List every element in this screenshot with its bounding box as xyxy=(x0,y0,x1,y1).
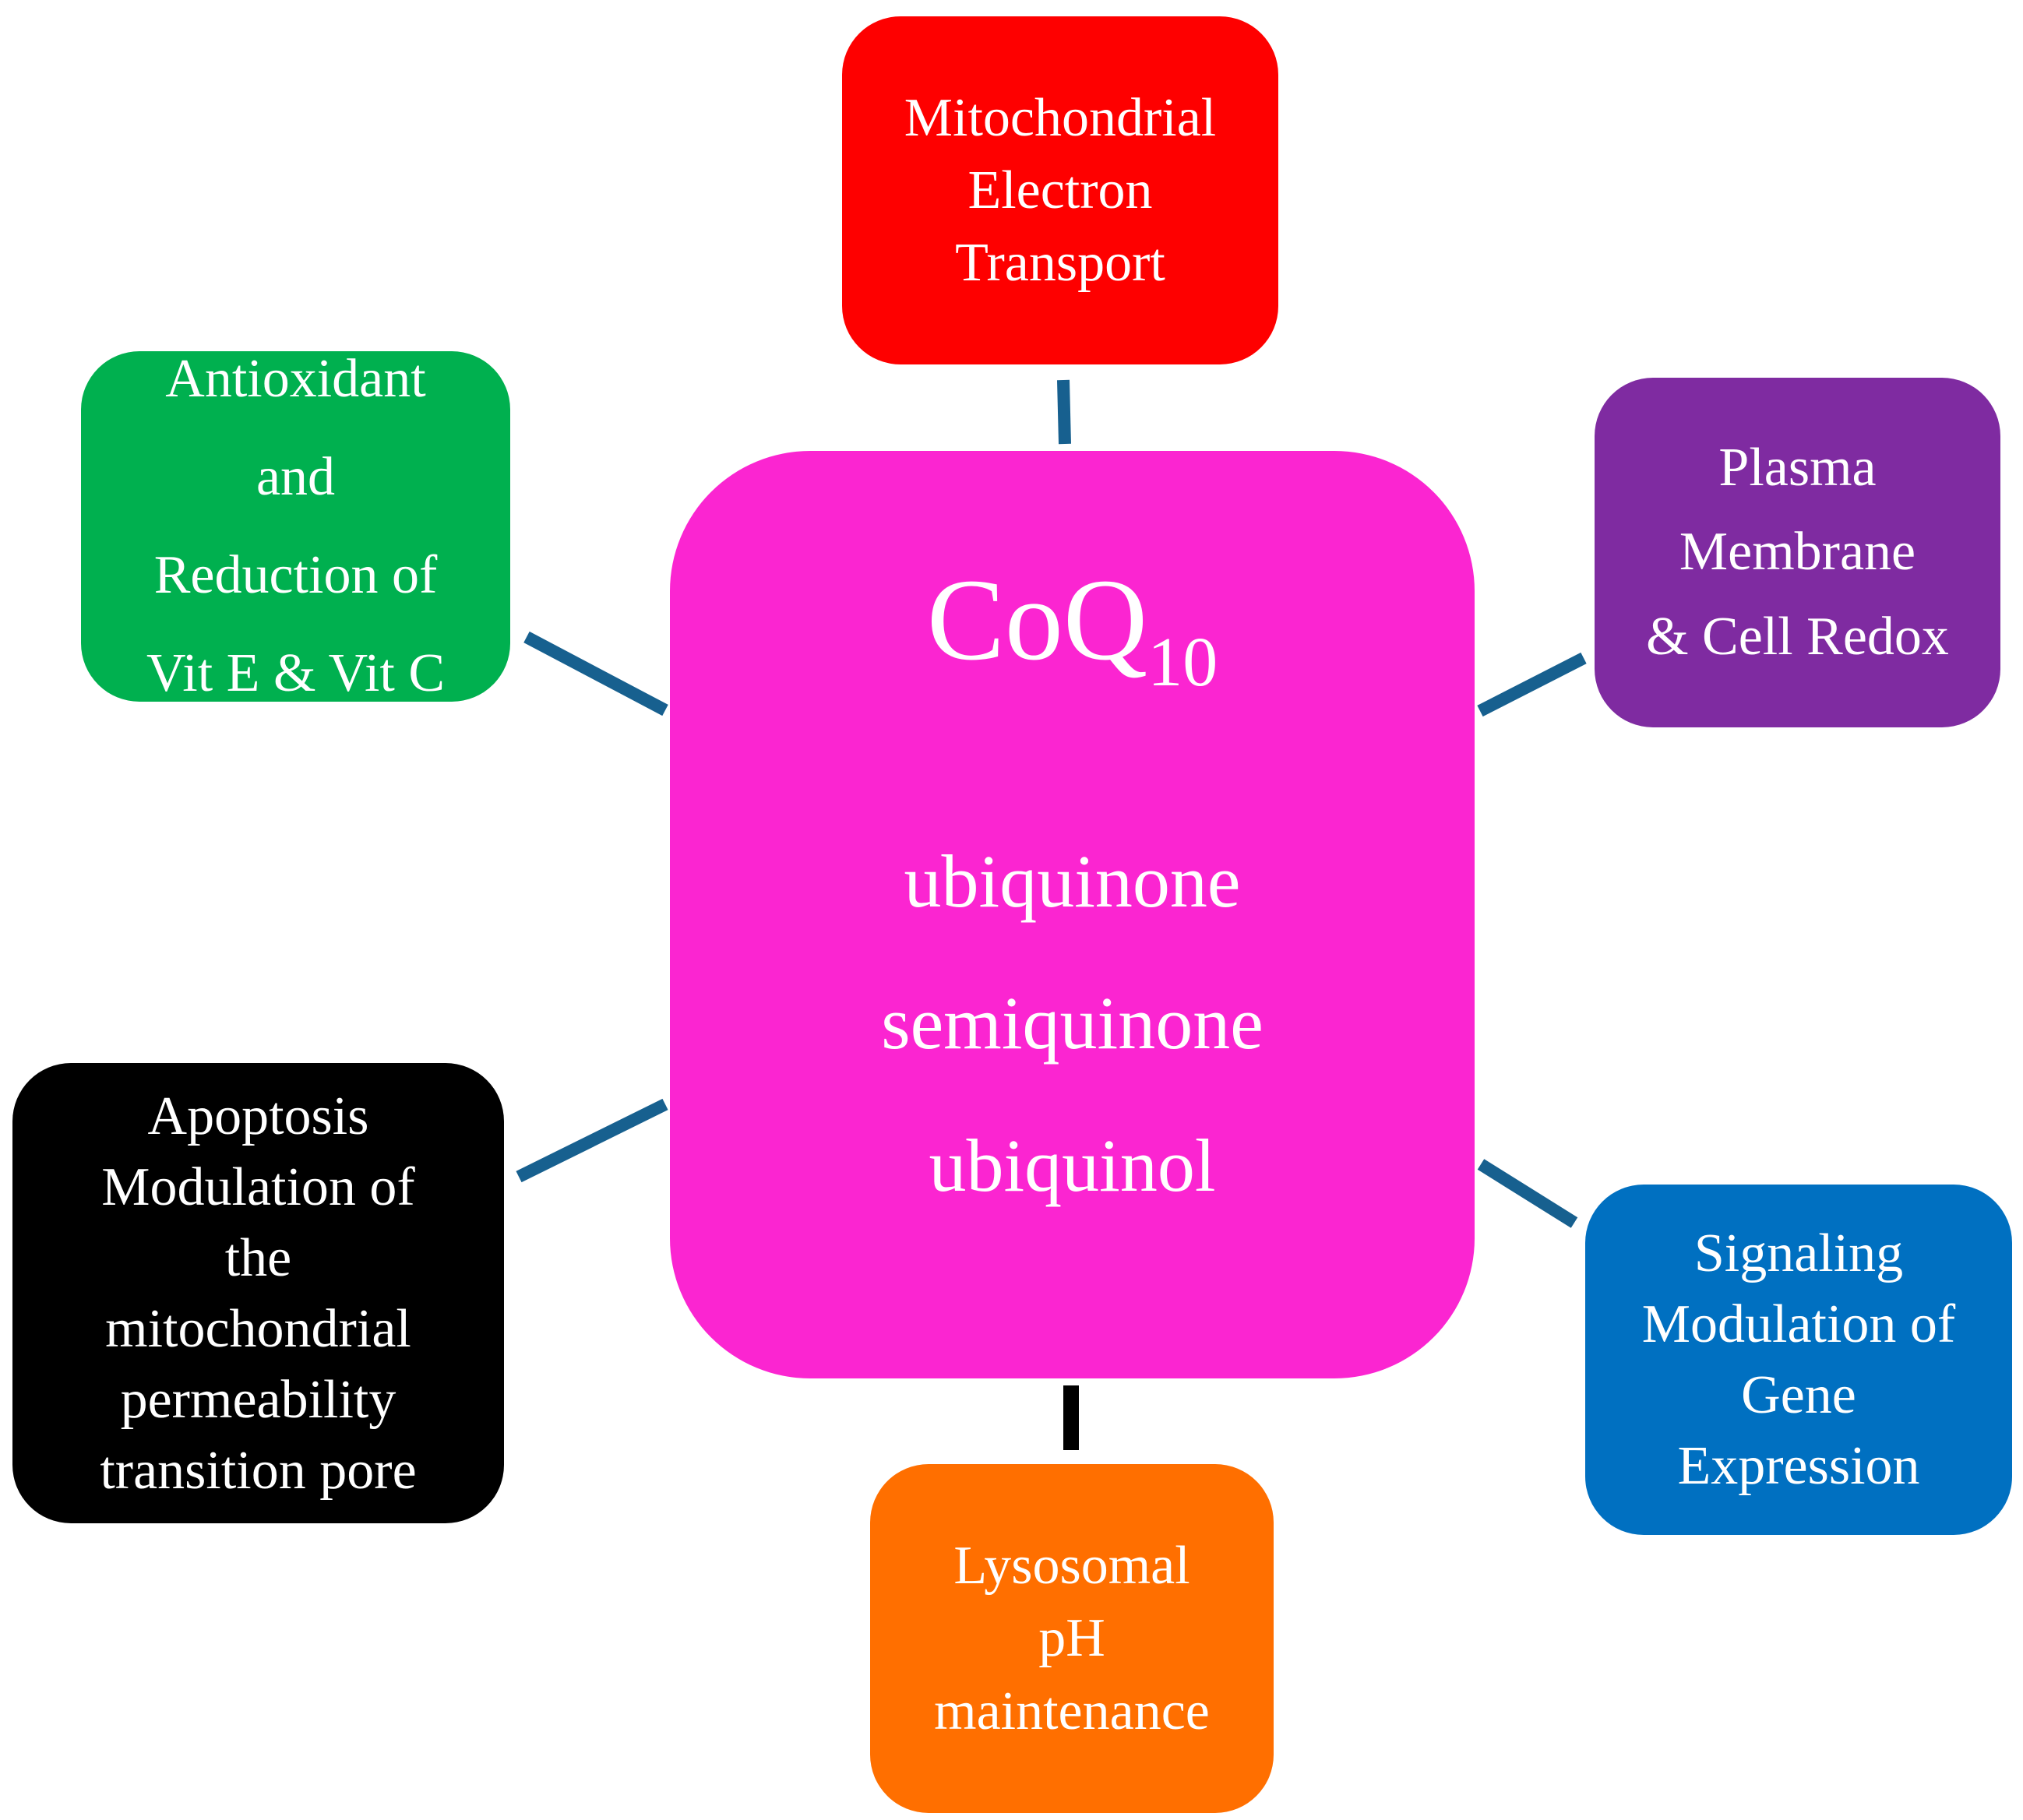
connector-lower-right xyxy=(1477,1159,1578,1228)
lyso-text-line: Lysosomal xyxy=(953,1536,1190,1596)
coq-title-subscript: 10 xyxy=(1147,624,1218,702)
lyso-text-line: pH xyxy=(1038,1608,1105,1669)
antiox-text-line: Reduction of xyxy=(153,545,438,605)
signal-text-line: Modulation of xyxy=(1641,1294,1956,1354)
mito-text-line: Mitochondrial xyxy=(904,87,1217,148)
connector-top xyxy=(1057,379,1071,445)
apop-text-line: Modulation of xyxy=(101,1156,415,1217)
coq-title-main: CoQ xyxy=(926,554,1148,685)
plasma-text-line: & Cell Redox xyxy=(1646,606,1949,667)
plasma-text-line: Membrane xyxy=(1679,522,1916,583)
connector-lower-left xyxy=(516,1098,668,1183)
mito-text-line: Transport xyxy=(955,233,1165,294)
form-semiquinone: semiquinone xyxy=(881,981,1263,1065)
mito-text-line: Electron xyxy=(967,160,1153,220)
signal-text-line: Expression xyxy=(1677,1436,1920,1496)
connector-upper-left xyxy=(523,631,668,716)
connector-upper-right xyxy=(1477,652,1587,717)
apop-text-line: transition pore xyxy=(100,1440,417,1501)
plasma-text-line: Plasma xyxy=(1718,437,1877,498)
antiox-text-line: Vit E & Vit C xyxy=(146,643,446,703)
lysosomal-ph-box: Lysosomal pH maintenance xyxy=(870,1464,1274,1813)
apop-text-line: permeability xyxy=(120,1369,396,1430)
signal-text-line: Signaling xyxy=(1693,1223,1904,1283)
coq10-center-box: CoQ10 ubiquinone semiquinone ubiquinol xyxy=(670,451,1475,1378)
antiox-text-line: Antioxidant xyxy=(165,349,426,409)
antiox-text-line: and xyxy=(256,447,336,507)
apop-text-line: mitochondrial xyxy=(105,1298,411,1359)
form-ubiquinone: ubiquinone xyxy=(904,839,1241,923)
form-ubiquinol: ubiquinol xyxy=(929,1123,1216,1207)
coq10-title: CoQ10 xyxy=(927,561,1218,698)
lyso-text-line: maintenance xyxy=(934,1681,1210,1741)
signal-text-line: Gene xyxy=(1741,1365,1856,1425)
apop-text-line: the xyxy=(224,1227,292,1288)
apop-text-line: Apoptosis xyxy=(147,1086,369,1146)
